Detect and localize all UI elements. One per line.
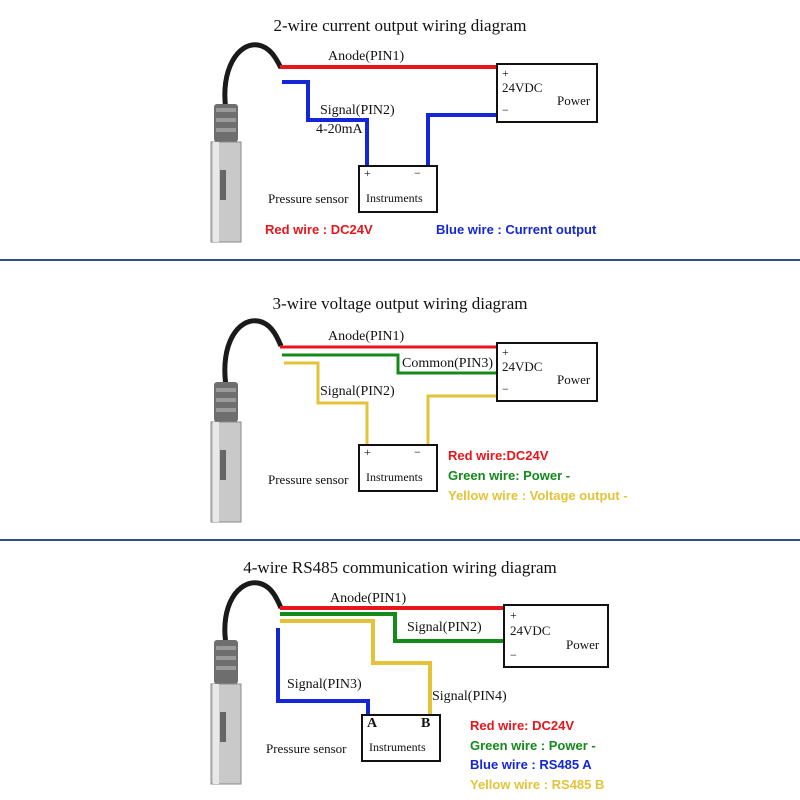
d1-power-plus: + <box>502 66 509 80</box>
d1-power-vdc: 24VDC <box>502 80 543 95</box>
d3-power-label: Power <box>566 637 600 652</box>
d2-power-vdc: 24VDC <box>502 359 543 374</box>
d2-legend-red: Red wire:DC24V <box>448 448 549 463</box>
d3-signal4-label: Signal(PIN4) <box>432 689 507 704</box>
d3-legend-blue: Blue wire : RS485 A <box>470 757 592 772</box>
d3-power-box <box>503 604 609 668</box>
d2-power-label: Power <box>557 372 591 387</box>
d3-instruments-label: Instruments <box>369 740 426 754</box>
d3-power-minus: − <box>510 648 517 662</box>
d2-sensor-label: Pressure sensor <box>268 472 349 487</box>
d1-legend-blue: Blue wire : Current output <box>436 222 597 237</box>
section-divider-1 <box>0 259 800 261</box>
d2-signal-label: Signal(PIN2) <box>320 384 395 399</box>
d1-blue-wire-signal <box>282 80 369 167</box>
d2-anode-label: Anode(PIN1) <box>328 329 405 344</box>
d2-power-plus: + <box>502 345 509 359</box>
d3-legend-red: Red wire: DC24V <box>470 718 575 733</box>
d2-power-box <box>496 342 598 402</box>
diagram3-title: 4-wire RS485 communication wiring diagra… <box>243 558 557 577</box>
d2-legend-green: Green wire: Power - <box>448 468 571 483</box>
d2-green-wire <box>282 353 498 375</box>
d3-legend-yellow: Yellow wire : RS485 B <box>470 777 605 792</box>
pressure-sensor-2-icon <box>210 318 284 523</box>
d3-sensor-label: Pressure sensor <box>266 741 347 756</box>
pressure-sensor-1-icon <box>210 42 284 243</box>
d2-yellow-wire-signal <box>284 361 369 446</box>
d2-common-label: Common(PIN3) <box>402 356 493 371</box>
d2-power-minus: − <box>502 382 509 396</box>
d1-power-box <box>496 63 598 123</box>
d2-inst-plus: + <box>364 445 371 459</box>
d1-instruments-label: Instruments <box>366 191 423 205</box>
d3-legend-green: Green wire : Power - <box>470 738 596 753</box>
d2-instruments-box <box>358 444 438 492</box>
d3-instruments-box <box>361 714 441 762</box>
d1-inst-minus: − <box>414 166 421 180</box>
d1-instruments-box <box>358 165 438 213</box>
pressure-sensor-3-icon <box>210 580 284 785</box>
d3-term-b: B <box>421 716 431 731</box>
d3-blue-wire <box>276 628 370 716</box>
d3-signal2-label: Signal(PIN2) <box>407 620 482 635</box>
d1-signal-label: Signal(PIN2) <box>320 103 395 118</box>
d3-signal3-label: Signal(PIN3) <box>287 677 362 692</box>
d2-instruments-label: Instruments <box>366 470 423 484</box>
d1-power-minus: − <box>502 103 509 117</box>
d2-legend-yellow: Yellow wire : Voltage output - <box>448 488 628 503</box>
d3-anode-label: Anode(PIN1) <box>330 591 407 606</box>
section-divider-2 <box>0 539 800 541</box>
d1-anode-label: Anode(PIN1) <box>328 49 405 64</box>
d1-current-label: 4-20mA <box>316 122 363 137</box>
d1-sensor-label: Pressure sensor <box>268 191 349 206</box>
d3-yellow-wire <box>280 619 432 716</box>
d1-inst-plus: + <box>364 166 371 180</box>
d2-inst-minus: − <box>414 445 421 459</box>
d2-yellow-wire-return <box>426 394 498 446</box>
diagram1-title: 2-wire current output wiring diagram <box>273 16 527 35</box>
d3-power-vdc: 24VDC <box>510 623 551 638</box>
d1-power-label: Power <box>557 93 591 108</box>
diagram2-title: 3-wire voltage output wiring diagram <box>272 294 528 313</box>
d1-blue-wire-return <box>426 113 498 167</box>
d3-term-a: A <box>367 716 378 731</box>
d3-green-wire <box>280 612 505 643</box>
d1-legend-red: Red wire : DC24V <box>265 222 373 237</box>
d3-power-plus: + <box>510 608 517 622</box>
